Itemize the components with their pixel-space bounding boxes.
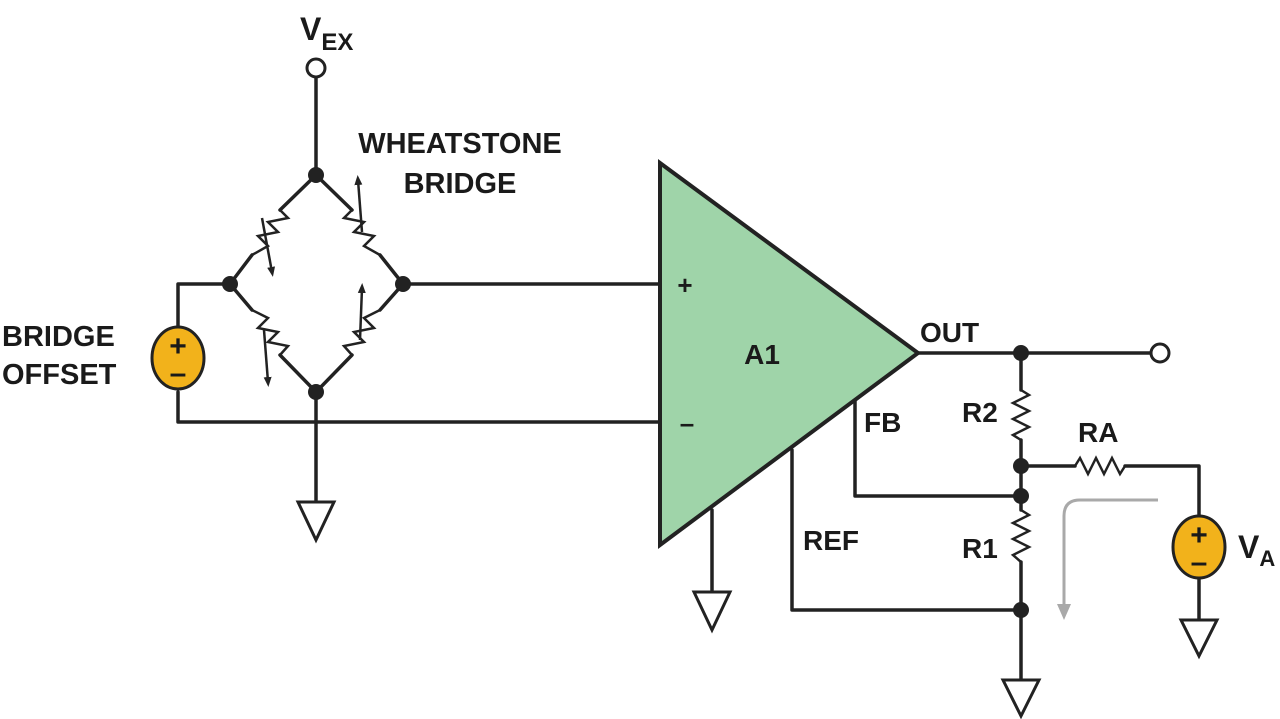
source-minus-sign: – [170, 357, 187, 390]
ground-icon [1000, 678, 1042, 719]
offset-label-line-1: BRIDGE [2, 321, 115, 353]
va-subscript: A [1259, 546, 1275, 571]
vex-terminal [305, 57, 327, 177]
title-line-1: WHEATSTONE [358, 128, 562, 160]
bridge-offset-wires [176, 282, 662, 502]
ground-icon [295, 500, 337, 544]
current-arrow-icon [1057, 498, 1158, 620]
output-network [222, 167, 1201, 682]
ground-icon [691, 590, 733, 634]
va-label: V [1238, 529, 1260, 565]
variable-arrow-icon [354, 175, 364, 233]
amplifier-a1: + – A1 [658, 159, 922, 549]
source-plus-sign: + [1190, 519, 1208, 552]
r1-label: R1 [962, 533, 998, 564]
noninverting-input-label: + [677, 270, 692, 300]
ground-icon [1178, 618, 1220, 660]
source-plus-sign: + [169, 330, 187, 363]
source-minus-sign: – [1191, 546, 1208, 579]
bridge-resistor-bottom-left [251, 308, 291, 356]
bridge-resistor-top-left [251, 209, 291, 257]
resistor-r1 [1010, 508, 1032, 563]
fb-label: FB [864, 407, 901, 438]
vex-subscript: EX [321, 29, 353, 56]
out-label: OUT [920, 317, 979, 348]
vex-label: V [300, 11, 322, 47]
amplifier-label: A1 [744, 339, 780, 370]
resistor-r2 [1010, 388, 1032, 442]
title-line-2: BRIDGE [404, 168, 517, 200]
inverting-input-label: – [680, 408, 694, 438]
variable-arrow-icon [262, 329, 272, 387]
variable-arrow-icon [357, 283, 366, 341]
r2-label: R2 [962, 397, 998, 428]
variable-arrow-icon [260, 217, 276, 277]
va-source: + – [1171, 514, 1227, 580]
offset-label-line-2: OFFSET [2, 359, 117, 391]
bridge-resistor-bottom-right [341, 308, 381, 356]
svg-text:VA: VA [1238, 529, 1275, 571]
wheatstone-bridge [228, 173, 405, 394]
ref-label: REF [803, 525, 859, 556]
bridge-offset-source: + – [150, 325, 206, 391]
ra-label: RA [1078, 417, 1118, 448]
resistor-ra [1073, 455, 1127, 477]
svg-text:VEX: VEX [300, 11, 353, 56]
bridge-resistor-top-right [341, 209, 381, 257]
